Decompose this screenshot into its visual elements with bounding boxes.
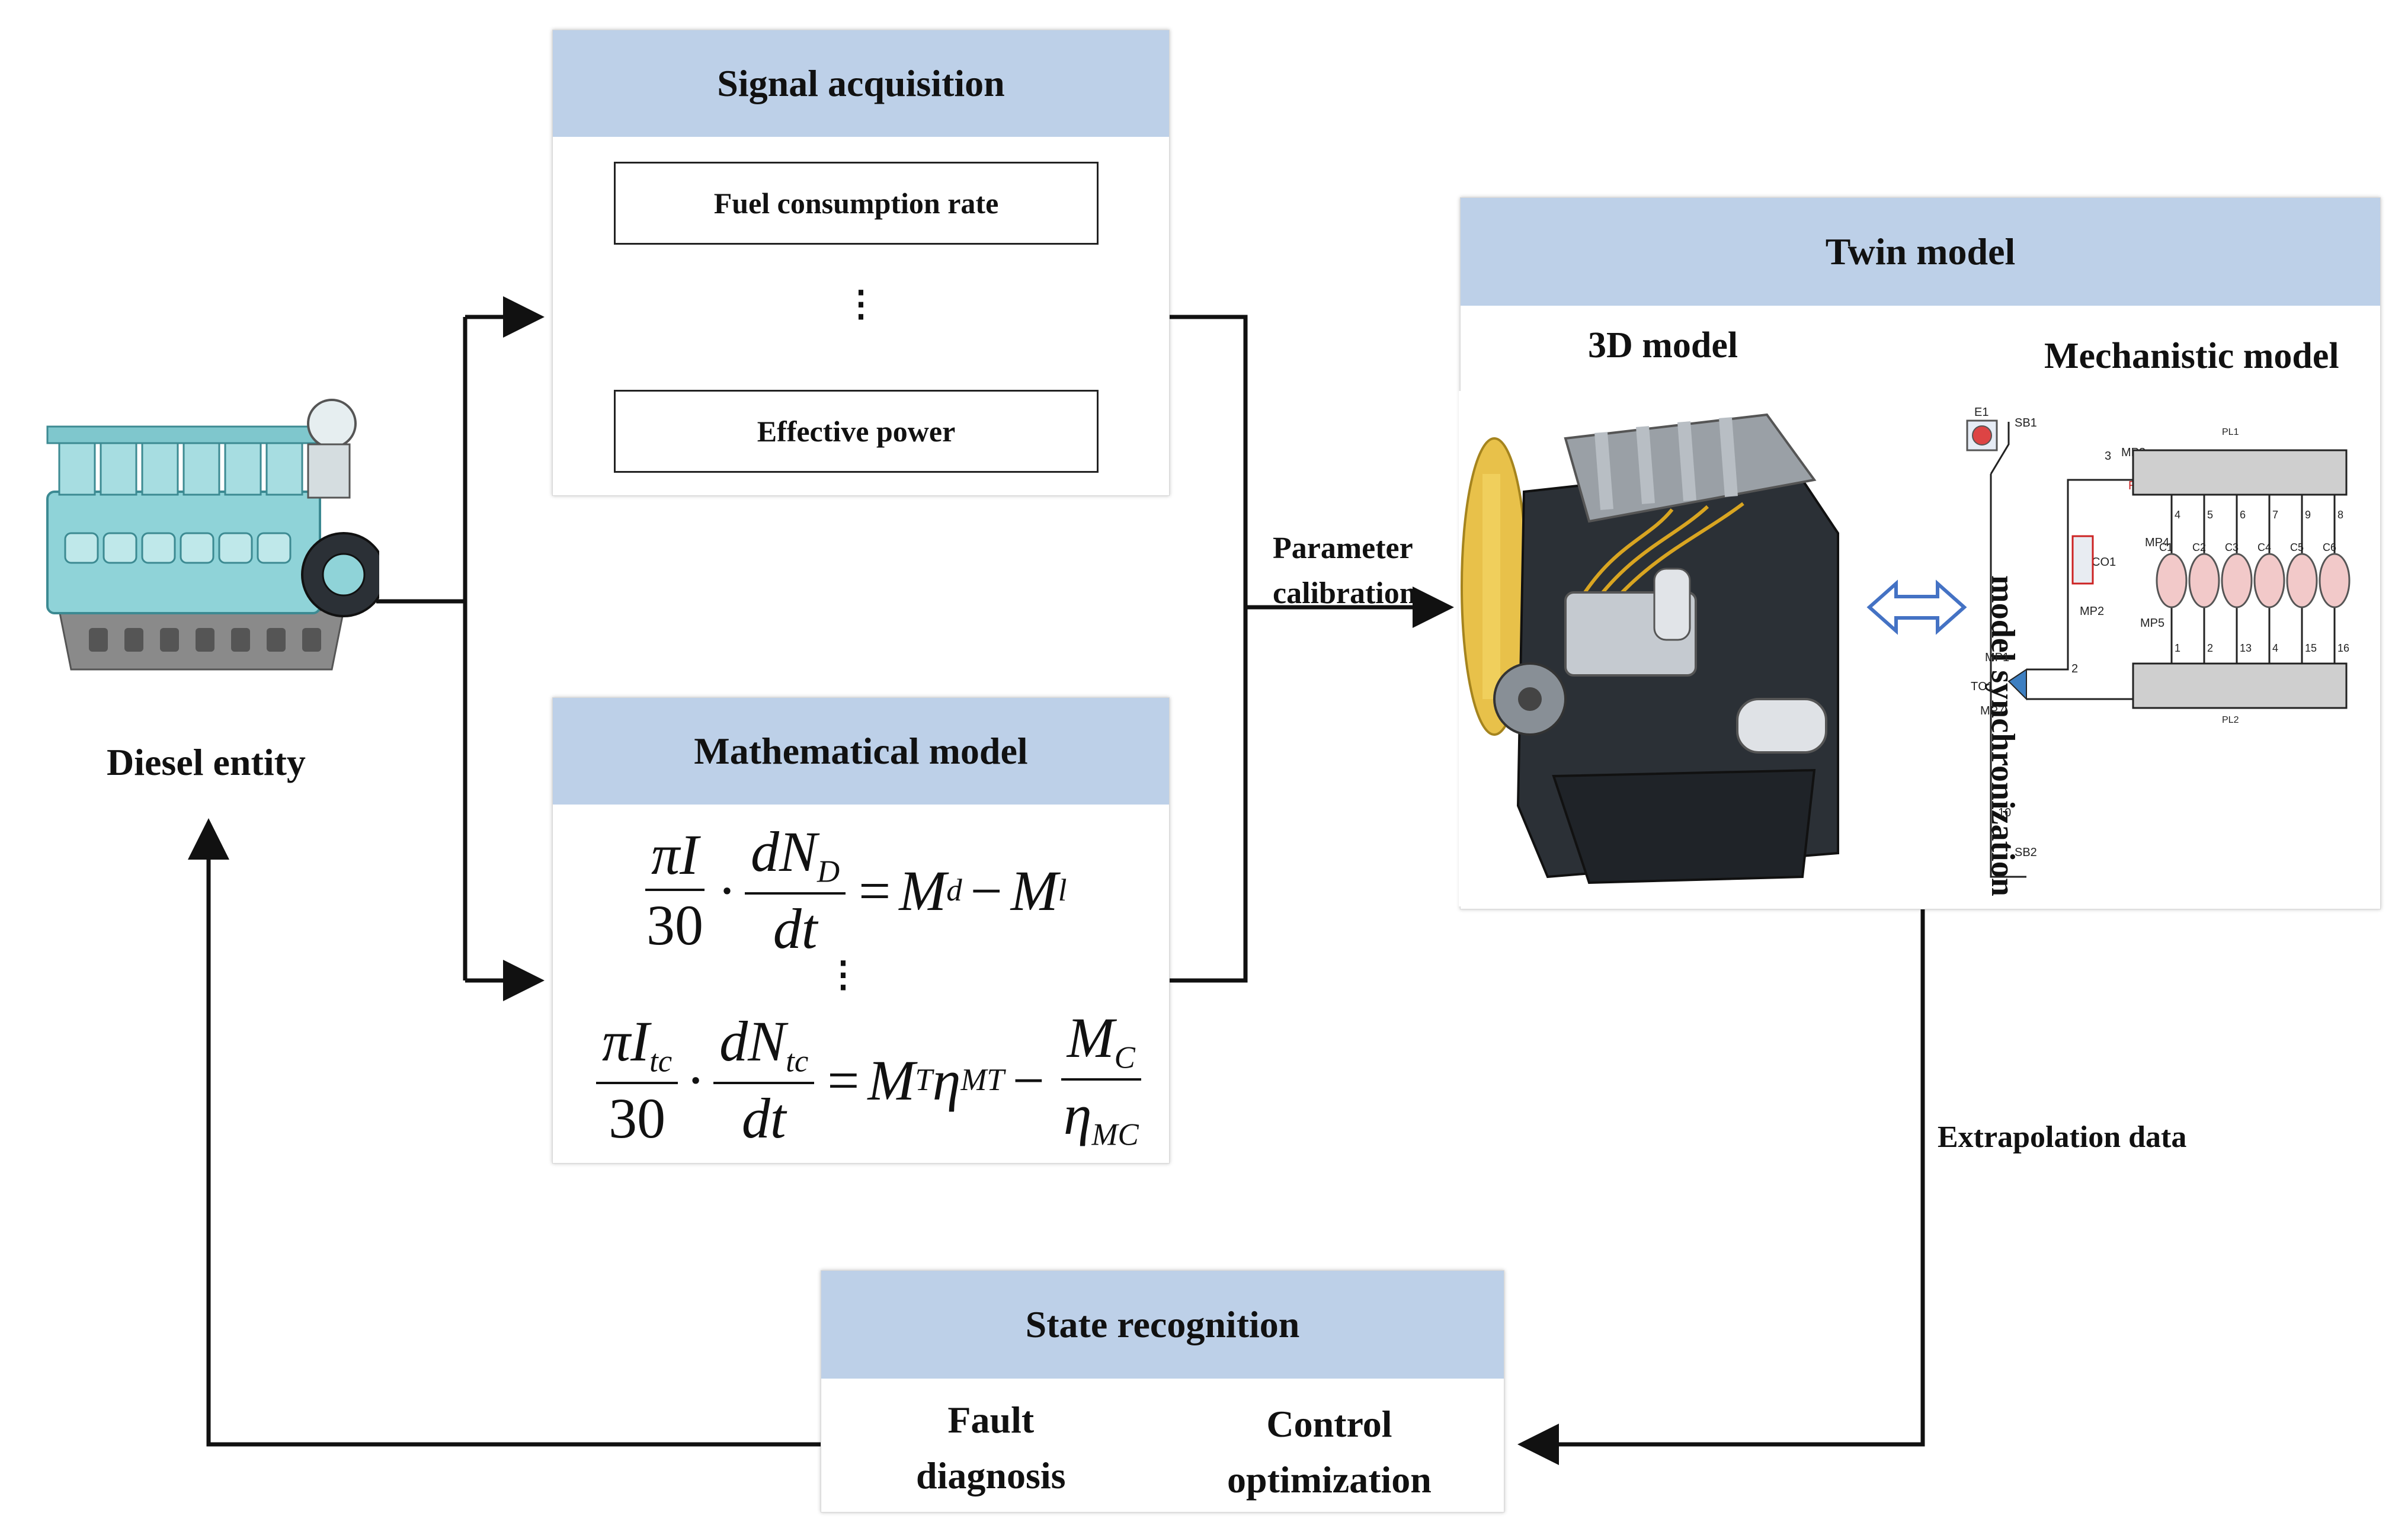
control-optimization-line2: optimization <box>1227 1459 1432 1501</box>
schematic-mp1: MP1 <box>1985 651 2009 664</box>
schematic-sb2: SB2 <box>2015 846 2037 859</box>
eq2-frac1-num: πI <box>602 1009 650 1073</box>
eq1-rhs-b: M <box>1010 858 1058 922</box>
schematic-cyl-2: C2 <box>2192 541 2206 553</box>
eq2-frac3-num: M <box>1067 1006 1115 1070</box>
schematic-n10: 10 <box>1998 806 2011 819</box>
parameter-calibration-label: Parameter calibration <box>1273 526 1417 616</box>
schematic-top-2: 5 <box>2207 509 2213 521</box>
3d-model-label: 3D model <box>1588 325 1738 366</box>
schematic-n3: 3 <box>2105 450 2111 463</box>
3d-engine-rendering <box>1459 391 1868 906</box>
eq2-frac3-den: η <box>1063 1083 1092 1146</box>
schematic-cyl-6: C6 <box>2323 541 2336 553</box>
mathematical-model-title: Mathematical model <box>553 698 1169 805</box>
eq2-fraction-1: πItc 30 <box>596 1009 678 1150</box>
diesel-entity-label: Diesel entity <box>107 741 306 783</box>
schematic-mp7: MP7 <box>1980 704 2004 717</box>
connector-signal-out <box>1168 315 1248 983</box>
control-optimization-label: Control optimization <box>1227 1396 1432 1508</box>
schematic-top-1: 4 <box>2175 509 2180 521</box>
schematic-cyl-4: C4 <box>2258 541 2271 553</box>
schematic-bottom-5: 15 <box>2305 642 2317 654</box>
eq1-frac1-den: 30 <box>646 893 703 957</box>
schematic-top-4: 7 <box>2272 509 2278 521</box>
schematic-mp5: MP5 <box>2140 617 2164 630</box>
eq1-fraction-2: dND dt <box>744 819 846 960</box>
schematic-pl2: PL2 <box>2222 715 2239 725</box>
fault-diagnosis-label: Fault diagnosis <box>916 1392 1066 1504</box>
eq1-rhs-a: M <box>899 858 947 922</box>
eq2-fraction-3: MC ηMC <box>1058 1008 1145 1152</box>
signal-acquisition-title: Signal acquisition <box>553 30 1169 137</box>
arrow-to-diesel-entity <box>188 818 821 1447</box>
eq1-frac2-den: dt <box>773 896 818 960</box>
eq1-frac1-num: πI <box>645 825 705 891</box>
eq1-rhs-a-sub: d <box>946 873 962 908</box>
schematic-bottom-6: 16 <box>2337 642 2349 654</box>
effective-power-box: Effective power <box>614 390 1099 473</box>
twin-model-title: Twin model <box>1461 198 2380 306</box>
schematic-mp2: MP2 <box>2080 605 2104 618</box>
eq2-frac3-num-sub: C <box>1114 1040 1135 1075</box>
fuel-consumption-box: Fuel consumption rate <box>614 162 1099 245</box>
eq1-rhs-b-sub: l <box>1058 873 1067 908</box>
schematic-sb1: SB1 <box>2015 416 2037 430</box>
mechanistic-model-label: Mechanistic model <box>2044 336 2339 376</box>
eq2-rhs-a: M <box>867 1048 915 1112</box>
eq1-frac2-num-sub: D <box>817 854 840 889</box>
schematic-top-3: 6 <box>2240 509 2246 521</box>
diesel-engine-illustration <box>46 399 379 671</box>
state-recognition-panel: State recognition Fault diagnosis Contro… <box>821 1270 1504 1512</box>
schematic-bottom-1: 1 <box>2175 642 2180 654</box>
eq2-frac1-num-sub: tc <box>649 1044 673 1079</box>
math-ellipsis: ⋮ <box>825 955 861 994</box>
arrow-to-state-recognition <box>1517 909 1925 1465</box>
schematic-e1: E1 <box>1974 406 1988 419</box>
schematic-cyl-1: C1 <box>2159 541 2173 553</box>
eq2-frac1-den: 30 <box>609 1086 666 1150</box>
schematic-mp4: MP4 <box>2145 536 2169 549</box>
schematic-co1: CO1 <box>2092 556 2116 569</box>
schematic-bottom-2: 2 <box>2207 642 2213 654</box>
schematic-top-5: 9 <box>2305 509 2311 521</box>
schematic-bottom-3: 13 <box>2240 642 2252 654</box>
signal-acquisition-panel: Signal acquisition Fuel consumption rate… <box>552 30 1170 496</box>
eq2-rhs-eta: η <box>932 1048 961 1112</box>
schematic-n2: 2 <box>2071 662 2078 675</box>
eq2-frac2-num: dN <box>719 1009 786 1073</box>
schematic-bottom-4: 4 <box>2272 642 2278 654</box>
schematic-tc1: TC1 <box>1971 680 1993 693</box>
signal-ellipsis: ⋮ <box>843 284 879 323</box>
eq2-frac2-num-sub: tc <box>786 1044 809 1079</box>
eq2-frac2-den: dt <box>741 1086 786 1150</box>
state-recognition-title: State recognition <box>821 1271 1504 1379</box>
eq1-fraction-1: πI 30 <box>641 825 709 956</box>
mechanistic-schematic: E1 SB1 SB2 MP1 MP7 TC1 10 2 MP3 3 R CO1 … <box>1966 406 2351 878</box>
schematic-top-6: 8 <box>2337 509 2343 521</box>
eq2-rhs-eta-sub: MT <box>960 1063 1004 1097</box>
sync-double-arrow <box>1866 579 1967 635</box>
extrapolation-data-label: Extrapolation data <box>1938 1120 2187 1154</box>
control-optimization-line1: Control <box>1266 1403 1392 1445</box>
fault-diagnosis-line2: diagnosis <box>916 1454 1066 1496</box>
parameter-calibration-line1: Parameter <box>1273 531 1413 565</box>
eq2-fraction-2: dNtc dt <box>713 1009 815 1150</box>
parameter-calibration-line2: calibration <box>1273 576 1417 610</box>
fault-diagnosis-line1: Fault <box>947 1399 1035 1441</box>
schematic-cyl-5: C5 <box>2290 541 2304 553</box>
eq2-rhs-a-sub: T <box>915 1063 933 1097</box>
schematic-pl1: PL1 <box>2222 427 2239 437</box>
eq2-frac3-den-sub: MC <box>1091 1117 1139 1152</box>
eq1-frac2-num: dN <box>750 819 817 883</box>
schematic-cyl-3: C3 <box>2225 541 2239 553</box>
